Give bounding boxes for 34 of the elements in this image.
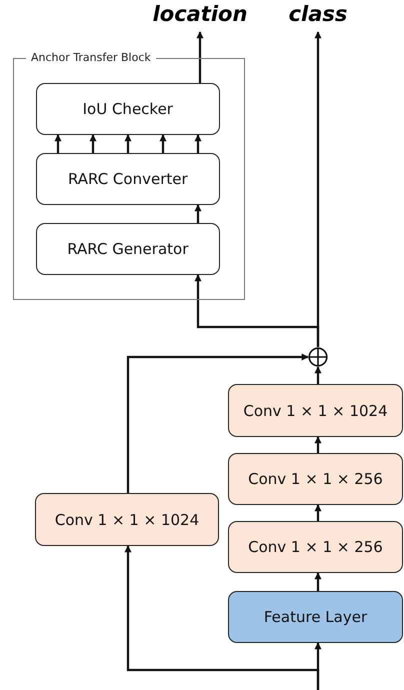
box-label: RARC Generator: [67, 240, 188, 258]
box-label: Conv 1 × 1 × 256: [248, 470, 383, 488]
arrow: [194, 134, 202, 153]
output-label: location: [150, 2, 250, 32]
arrow: [54, 134, 62, 153]
arrow: [314, 504, 322, 521]
process-box: [228, 384, 403, 437]
arrow: [90, 134, 96, 153]
block-title: Anchor Transfer Block: [26, 51, 156, 64]
arrow: [314, 436, 322, 453]
arrow: [124, 134, 132, 153]
arrow: [124, 545, 320, 690]
arrow: [194, 204, 202, 223]
box-label: IoU Checker: [82, 100, 173, 118]
box-label: Conv 1 × 1 × 1024: [54, 510, 200, 528]
box-label: RARC Converter: [68, 170, 188, 188]
arrow: [314, 366, 322, 384]
box-label: Feature Layer: [264, 608, 368, 626]
process-box: [36, 222, 220, 275]
sum-node: [308, 347, 328, 367]
box-label: Conv 1 × 1 × 256: [248, 538, 383, 556]
output-label: class: [278, 2, 358, 32]
arrow: [160, 134, 166, 153]
process-box: [228, 591, 403, 643]
box-label: Conv 1 × 1 × 1024: [243, 402, 388, 420]
arrow: [126, 354, 309, 493]
arrow: [194, 274, 320, 347]
arrow: [196, 31, 204, 83]
process-box: [228, 521, 403, 573]
process-box: [36, 82, 220, 135]
process-box: [35, 493, 219, 546]
process-box: [36, 152, 220, 205]
arrow: [314, 572, 322, 591]
process-box: [228, 453, 403, 505]
